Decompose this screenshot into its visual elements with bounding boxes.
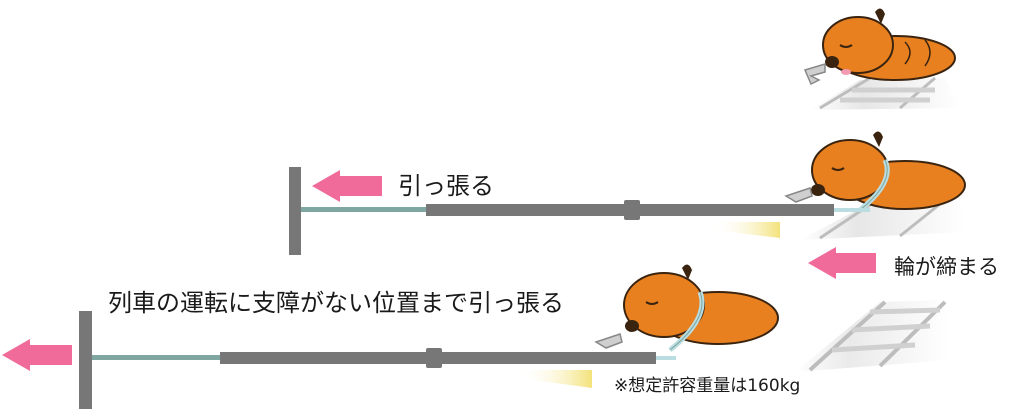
panel-1 [803,8,960,110]
mole-icon [803,8,956,86]
track-1 [810,76,960,110]
mole-icon [623,264,779,352]
left-arrow-icon [312,170,382,202]
track-3 [795,300,950,372]
panel-3 [2,264,950,409]
pole-tool-icon [289,167,870,255]
pull-to-safe-position-label: 列車の運転に支障がない位置まで引っ張る [108,289,564,317]
left-arrow-icon [2,339,72,371]
pull-label: 引っ張る [398,172,494,200]
loop-tightens-label: 輪が締まる [894,255,999,279]
panel-2 [289,131,966,279]
pole-tool-icon [79,311,676,409]
weight-limit-note: ※想定許容重量は160kg [614,376,801,396]
mole-icon [811,131,966,212]
left-arrow-icon [808,247,876,279]
